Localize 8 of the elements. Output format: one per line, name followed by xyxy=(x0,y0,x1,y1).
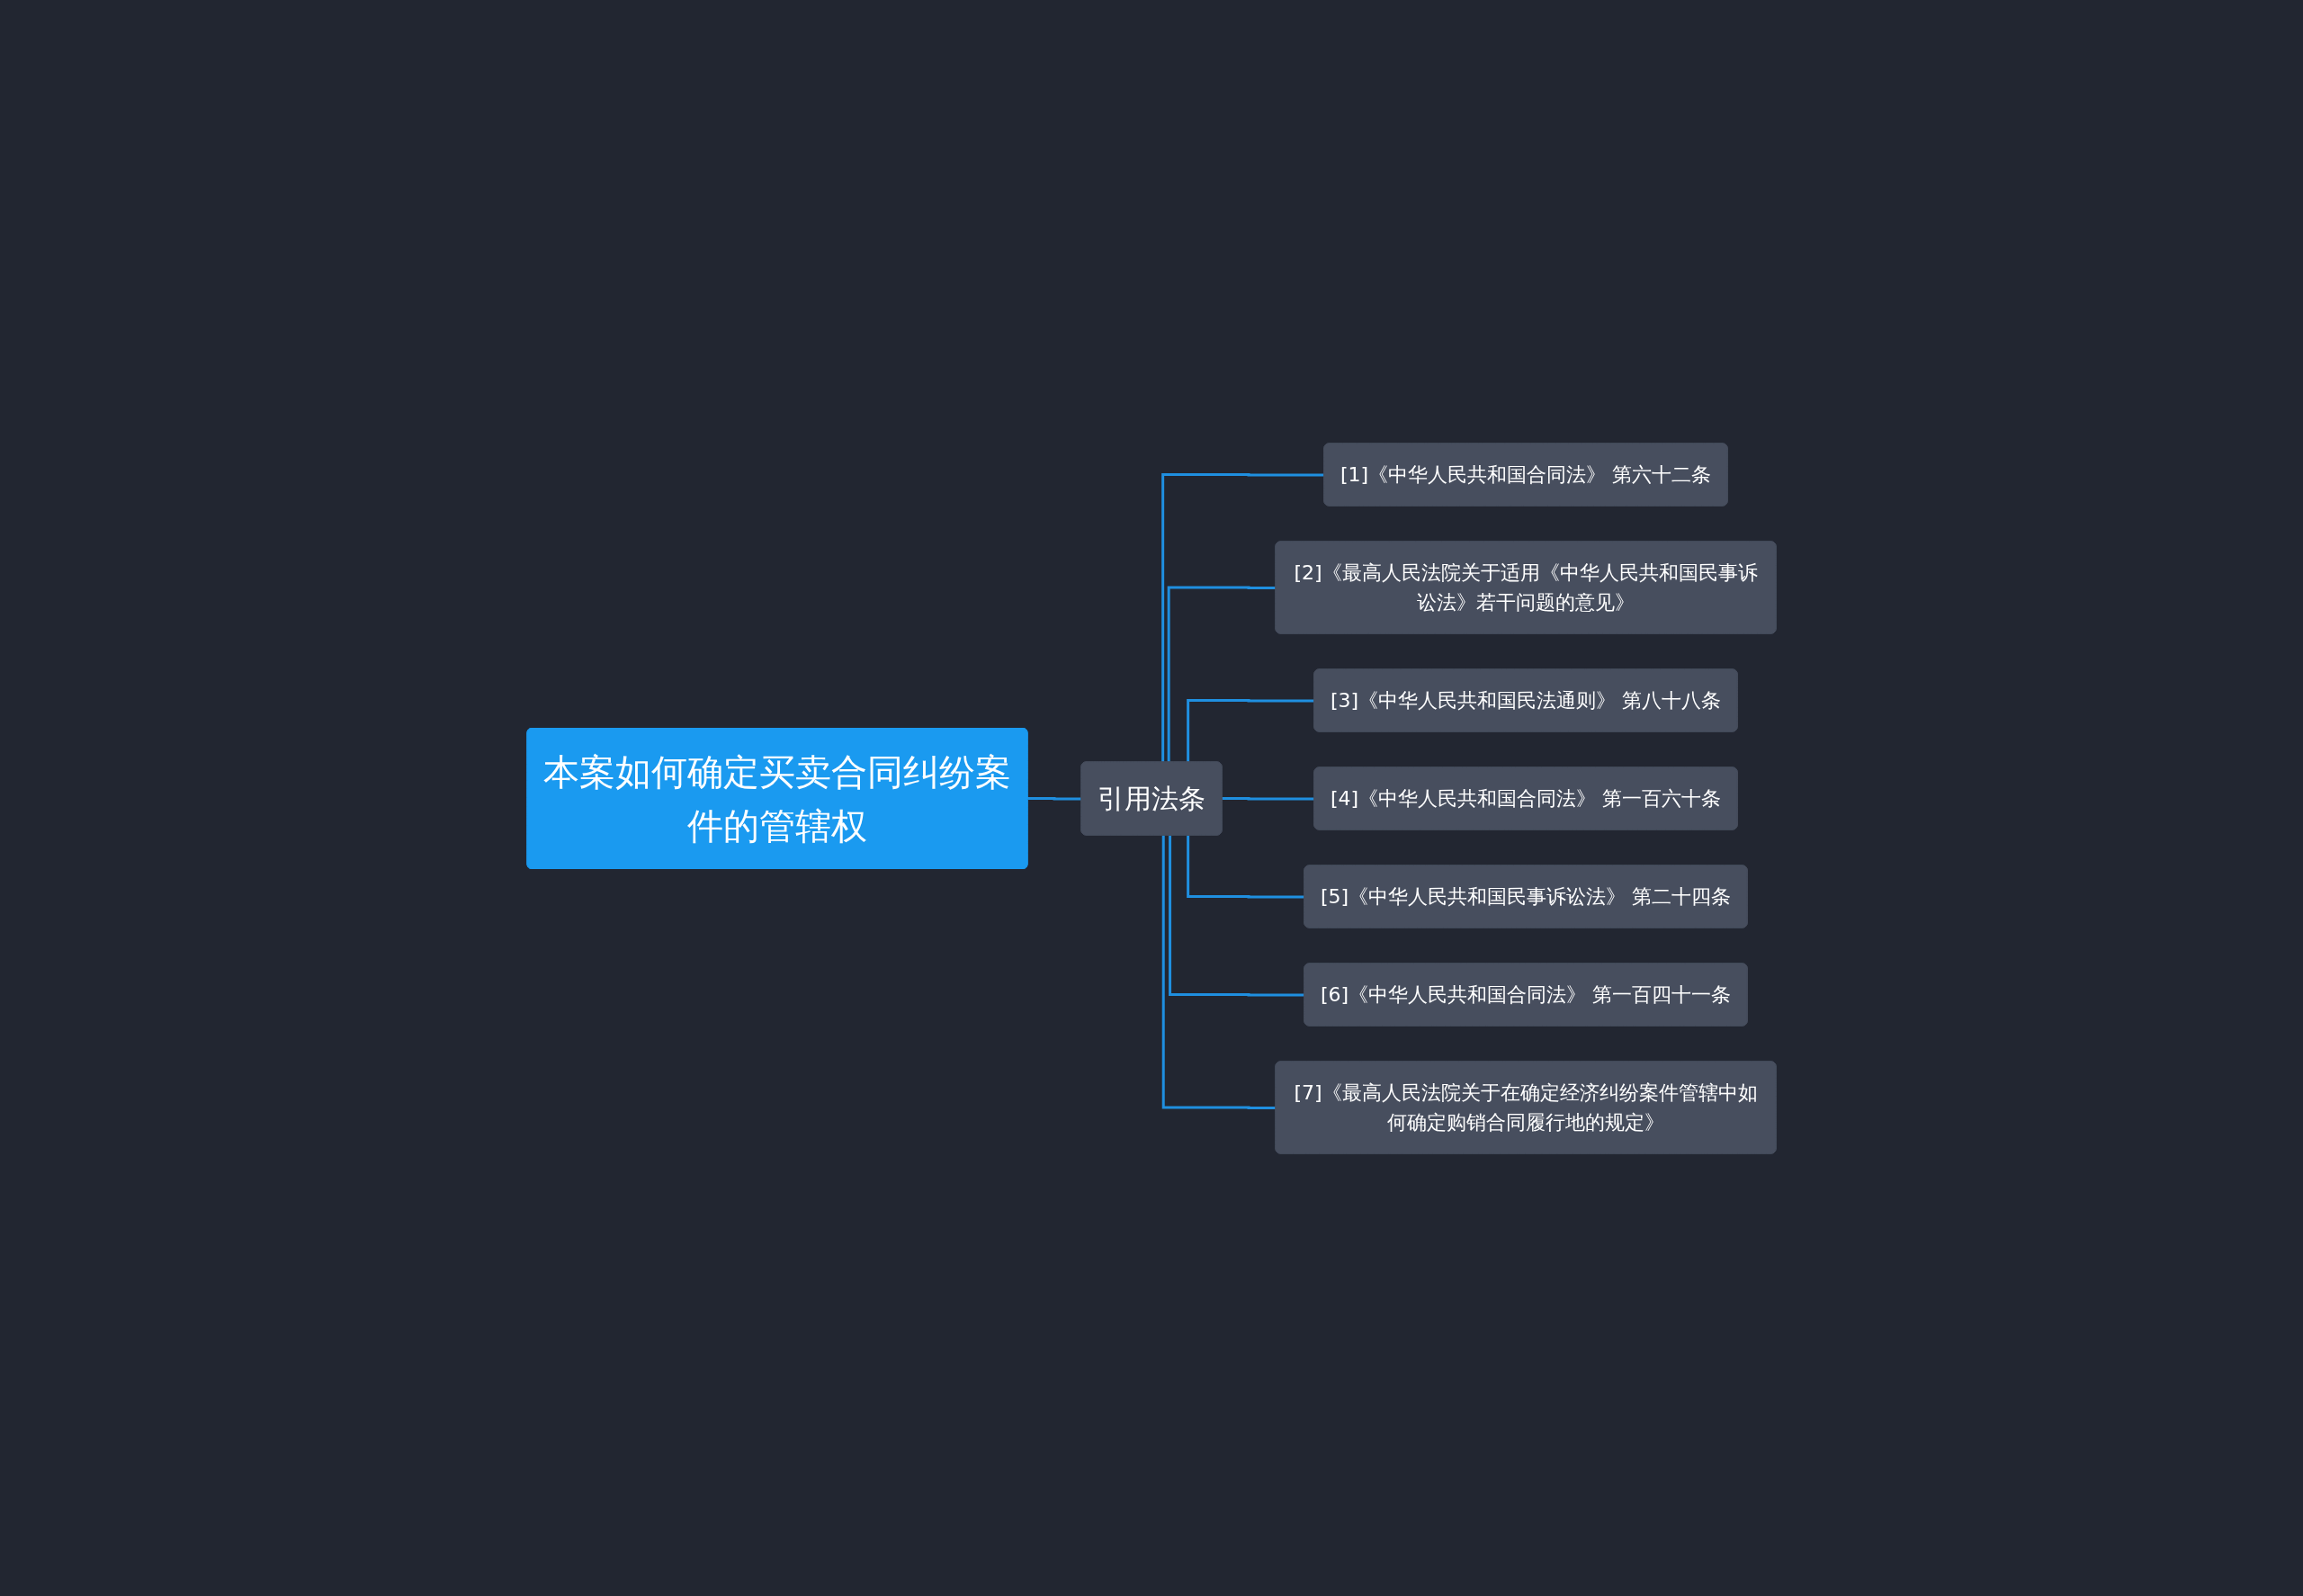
connector xyxy=(1221,796,1315,800)
connector xyxy=(1169,835,1305,996)
connector xyxy=(1161,835,1277,1109)
connector xyxy=(1161,472,1325,762)
connector xyxy=(1187,698,1315,762)
connector xyxy=(1026,796,1082,800)
connector xyxy=(1167,586,1277,762)
connector xyxy=(1187,835,1305,898)
